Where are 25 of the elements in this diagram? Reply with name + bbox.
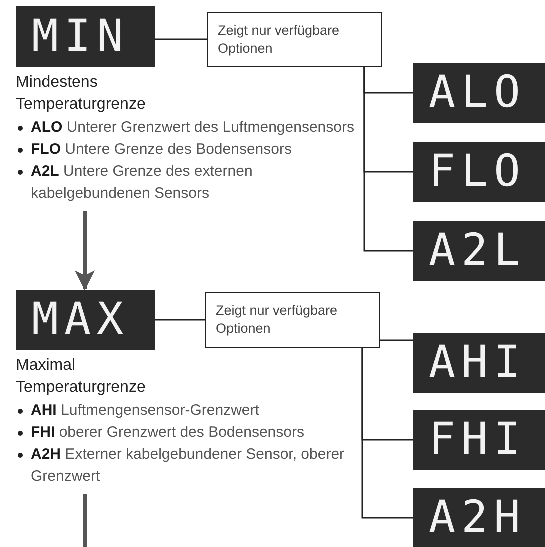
list-item-text: FHI oberer Grenzwert des Bodensensors [31, 424, 304, 441]
list-item-text: ALO Unterer Grenzwert des Luftmengensensors [31, 119, 354, 136]
connector-line [380, 340, 413, 342]
connector-line [364, 67, 413, 252]
segment-display: MIN [16, 6, 155, 67]
note-box: Zeigt nur verfügbare Optionen [205, 292, 380, 348]
connector-line [155, 319, 205, 321]
connector-line [362, 348, 413, 519]
segment-display: AHI [413, 333, 545, 393]
heading: Mindestens Temperaturgrenze [16, 73, 147, 115]
connector-line [83, 494, 87, 547]
segment-display: FLO [413, 142, 545, 202]
segment-display: A2H [413, 488, 545, 547]
note-box: Zeigt nur verfügbare Optionen [207, 12, 382, 67]
segment-display: ALO [413, 63, 545, 123]
connector-line [155, 38, 207, 40]
list-item-text: A2L Untere Grenze des externen kabelgebundenen Sensors [31, 163, 253, 202]
segment-display: A2L [413, 221, 545, 281]
list-item-text: A2H Externer kabelgebundener Sensor, oberer Grenzwert [31, 446, 345, 485]
segment-display: MAX [16, 290, 155, 350]
heading: Maximal Temperaturgrenze [16, 356, 147, 398]
list-item-text: FLO Untere Grenze des Bodensensors [31, 141, 292, 158]
arrow [75, 211, 95, 291]
list-item-text: AHI Luftmengensensor-Grenzwert [31, 402, 260, 419]
segment-display: FHI [413, 410, 545, 470]
